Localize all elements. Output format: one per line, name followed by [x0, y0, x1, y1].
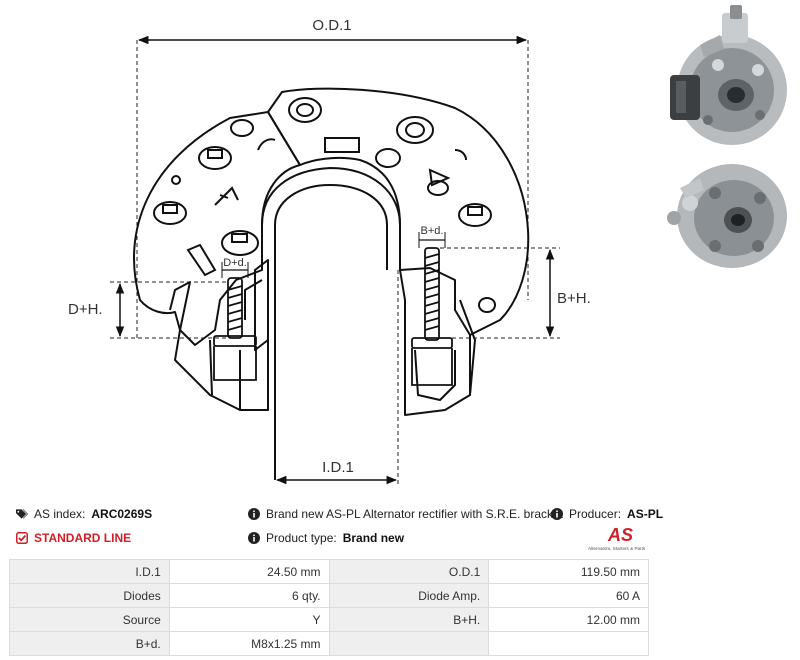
spec-label: Diodes	[9, 583, 170, 608]
product-type-label: Product type:	[266, 531, 337, 545]
checkbox-checked-icon	[16, 532, 28, 544]
standard-line-label: STANDARD LINE	[34, 531, 132, 545]
table-row: Source Y B+H. 12.00 mm	[9, 607, 649, 632]
product-type-value: Brand new	[342, 531, 405, 545]
as-index-label: AS index:	[34, 507, 86, 521]
d-plus-bolt	[213, 277, 257, 381]
spec-table: I.D.1 24.50 mm O.D.1 119.50 mm Diodes 6 …	[9, 559, 649, 656]
od-label: O.D.1	[312, 17, 351, 34]
tags-icon	[16, 508, 28, 520]
standard-line: STANDARD LINE	[16, 531, 131, 545]
producer: Producer: AS-PL	[551, 507, 663, 521]
table-row: I.D.1 24.50 mm O.D.1 119.50 mm	[9, 559, 649, 584]
product-info: AS index: ARC0269S Brand new AS-PL Alter…	[0, 500, 800, 560]
table-row: Diodes 6 qty. Diode Amp. 60 A	[9, 583, 649, 608]
spec-label: B+H.	[328, 607, 490, 632]
spec-value: 119.50 mm	[488, 559, 649, 584]
spec-value: 60 A	[488, 583, 649, 608]
bd-label: B+d.	[421, 225, 444, 237]
producer-value: AS-PL	[627, 507, 664, 521]
bh-label: B+H.	[557, 290, 591, 307]
technical-drawing: O.D.1	[68, 5, 787, 485]
spec-value	[488, 631, 649, 656]
producer-label: Producer:	[569, 507, 622, 521]
spec-value: 24.50 mm	[168, 559, 330, 584]
as-index: AS index: ARC0269S	[16, 507, 152, 521]
dh-label: D+H.	[68, 301, 103, 318]
spec-label: O.D.1	[328, 559, 490, 584]
product-type: Product type: Brand new	[248, 531, 404, 545]
id-label: I.D.1	[322, 459, 354, 476]
rectifier-drawing: O.D.1	[68, 17, 591, 485]
spec-value: Y	[168, 607, 330, 632]
spec-label: Source	[9, 607, 170, 632]
spec-label	[328, 631, 490, 656]
logo-text: AS	[607, 525, 633, 545]
b-plus-bolt	[411, 247, 453, 386]
rectifier-outline	[133, 87, 530, 480]
spec-label: I.D.1	[9, 559, 170, 584]
logo-tagline: Alternators, Starters & Parts	[588, 546, 646, 551]
spec-value: 6 qty.	[168, 583, 330, 608]
product-photo-bottom	[667, 164, 787, 268]
info-icon	[551, 508, 563, 520]
spec-label: Diode Amp.	[328, 583, 490, 608]
table-row: B+d. M8x1.25 mm	[9, 631, 649, 656]
spec-value: M8x1.25 mm	[168, 631, 330, 656]
as-pl-logo: AS Alternators, Starters & Parts	[588, 522, 650, 552]
rectifier-terminals	[153, 97, 496, 313]
as-index-value: ARC0269S	[91, 507, 153, 521]
product-description: Brand new AS-PL Alternator rectifier wit…	[248, 507, 563, 521]
spec-label: B+d.	[9, 631, 170, 656]
info-icon	[248, 532, 260, 544]
info-icon	[248, 508, 260, 520]
dd-label: D+d.	[223, 257, 247, 269]
spec-value: 12.00 mm	[488, 607, 649, 632]
description-text: Brand new AS-PL Alternator rectifier wit…	[266, 507, 564, 521]
product-photo-top	[670, 5, 787, 145]
